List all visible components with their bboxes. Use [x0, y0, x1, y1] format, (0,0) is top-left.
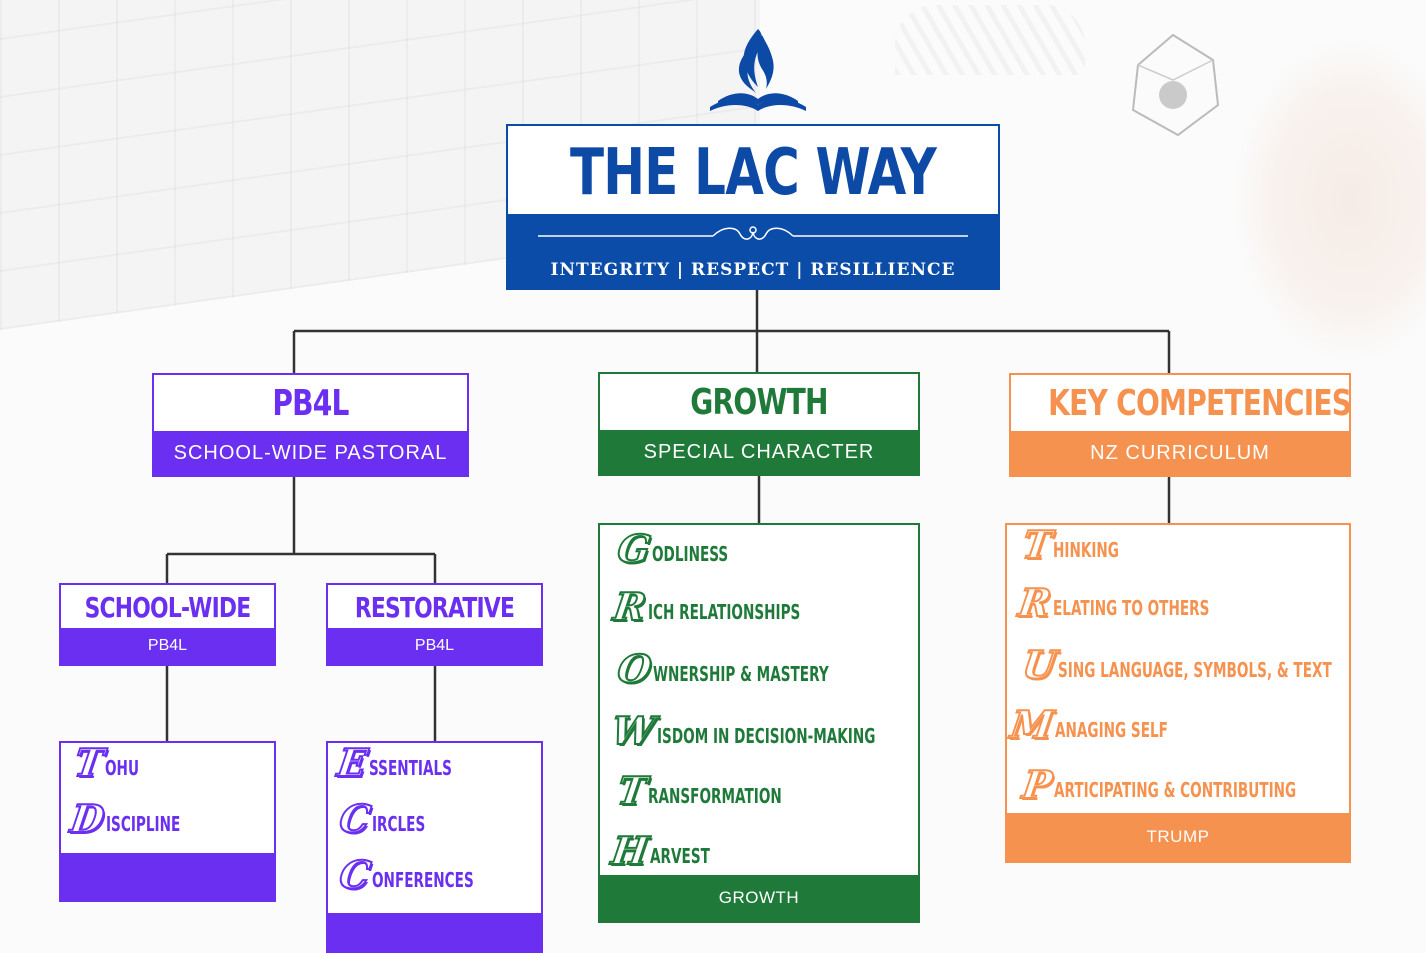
restorative-box: RESTORATIVE PB4L	[326, 583, 543, 666]
restorative-subtitle: PB4L	[328, 628, 541, 664]
church-logo-icon	[710, 29, 806, 111]
pb4l-subtitle: SCHOOL-WIDE PASTORAL	[154, 431, 467, 475]
school-wide-footer-band	[61, 853, 274, 900]
main-title-box: THE LAC WAY INTEGRITY | RESPECT | RESILL…	[506, 124, 1000, 290]
restorative-title: RESTORATIVE	[354, 591, 515, 624]
school-wide-subtitle: PB4L	[61, 628, 274, 664]
school-wide-title: SCHOOL-WIDE	[84, 591, 252, 624]
ornament-divider-icon	[538, 226, 968, 240]
main-values-band: INTEGRITY | RESPECT | RESILLIENCE	[508, 214, 998, 288]
school-wide-box: SCHOOL-WIDE PB4L	[59, 583, 276, 666]
main-values: INTEGRITY | RESPECT | RESILLIENCE	[550, 260, 956, 280]
key-competencies-subtitle: NZ CURRICULUM	[1011, 431, 1349, 475]
growth-subtitle: SPECIAL CHARACTER	[600, 430, 918, 474]
restorative-footer-band	[328, 913, 541, 951]
pb4l-box: PB4L SCHOOL-WIDE PASTORAL	[152, 373, 469, 477]
growth-footer: GROWTH	[600, 875, 918, 921]
key-competencies-box: KEY COMPETENCIES NZ CURRICULUM	[1009, 373, 1352, 477]
pb4l-title: PB4L	[272, 383, 349, 424]
key-competencies-title: KEY COMPETENCIES	[1048, 383, 1352, 424]
main-title: THE LAC WAY	[569, 136, 937, 210]
growth-title: GROWTH	[690, 382, 828, 423]
key-competencies-footer: TRUMP	[1007, 813, 1349, 861]
growth-box: GROWTH SPECIAL CHARACTER	[598, 372, 920, 476]
